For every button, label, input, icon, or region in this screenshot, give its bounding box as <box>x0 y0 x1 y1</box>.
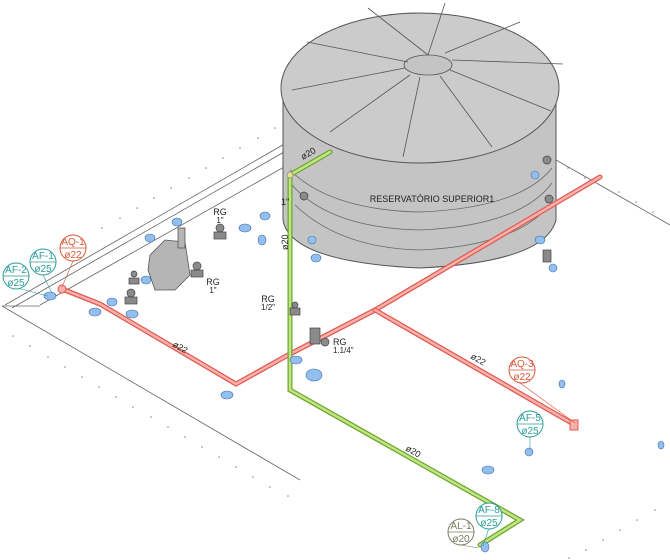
tag-id: AF-2 <box>5 265 27 276</box>
slab-edge-left <box>1 305 301 481</box>
fitting <box>480 541 490 553</box>
valve-rg-1-1-4[interactable] <box>309 327 330 347</box>
tank-lid <box>280 12 560 164</box>
fitting <box>305 368 323 382</box>
tag-id: AF-1 <box>32 251 54 262</box>
tank-lid-center <box>403 54 453 76</box>
valve-label-code: RG <box>213 207 227 217</box>
pump-unit[interactable] <box>147 227 191 291</box>
valve-label-size: 1/2" <box>261 303 275 312</box>
valve-rg-1-bottom[interactable] <box>190 261 204 278</box>
valve-label-code: RG <box>261 294 275 304</box>
fitting <box>530 170 540 180</box>
valve-label-size: 1" <box>209 286 216 295</box>
fitting <box>558 379 566 389</box>
valve-label-size: 1" <box>216 216 223 225</box>
cold-water-line-fill <box>288 150 523 547</box>
tank-lid-ribs <box>291 2 564 158</box>
fitting <box>481 465 495 475</box>
fittings <box>43 170 665 553</box>
hot-water-end-fitting <box>569 419 579 431</box>
valve-left[interactable] <box>124 288 138 305</box>
slab-edge-right <box>555 159 670 226</box>
slab-edge-top-inner <box>11 139 306 309</box>
fitting <box>88 307 102 317</box>
valve-label-size: 1.1/4" <box>333 346 354 355</box>
fitting <box>125 309 139 319</box>
valve-tank-right-2[interactable] <box>544 194 554 204</box>
tag-af-2[interactable]: AF-2 ø25 <box>2 262 30 290</box>
tags: AF-2ø25AF-1ø25AQ-1ø22AQ-3ø22AF-5ø25AF-8ø… <box>2 234 544 546</box>
valve-left-2[interactable] <box>128 270 140 285</box>
reservoir-label: RESERVATÓRIO SUPERIOR1 <box>370 194 495 204</box>
tag-aq-1[interactable]: AQ-1 ø22 <box>59 234 87 262</box>
cold-water-pipes[interactable] <box>286 149 525 548</box>
cold-water-elbow <box>286 171 294 179</box>
valve-label-code: RG <box>333 337 347 347</box>
fitting <box>289 355 303 365</box>
tag-id: AQ-1 <box>61 237 85 248</box>
tag-af-8[interactable]: AF-8 ø25 <box>475 502 503 530</box>
valve-rg-1-top[interactable] <box>213 223 227 240</box>
tag-size: ø25 <box>480 518 498 529</box>
tag-id: AL-1 <box>450 521 472 532</box>
tank-ring-2 <box>291 182 553 231</box>
tag-size: ø20 <box>452 534 470 545</box>
fitting <box>257 234 267 246</box>
valve-label-code: RG <box>206 277 220 287</box>
pipe-label-cold-riser-size: 1" <box>281 197 289 207</box>
fitting <box>657 440 665 450</box>
tag-size: ø22 <box>64 250 82 261</box>
tag-id: AF-5 <box>519 413 541 424</box>
fitting <box>307 235 317 245</box>
pipe-label-cold-vertical: ø20 <box>280 234 290 250</box>
valve-tank-riser[interactable] <box>299 191 309 201</box>
fitting <box>238 223 252 233</box>
tag-id: AF-8 <box>478 505 500 516</box>
valves[interactable] <box>124 155 554 347</box>
slab-edge-top-inner2 <box>39 157 301 306</box>
fitting <box>220 390 234 400</box>
fitting <box>534 235 546 245</box>
tag-id: AQ-3 <box>510 359 534 370</box>
tag-size: ø25 <box>521 426 539 437</box>
tag-size: ø25 <box>34 264 52 275</box>
tag-al-1[interactable]: AL-1 ø20 <box>447 518 475 546</box>
roof-slab <box>1 134 670 481</box>
tag-size: ø22 <box>513 372 531 383</box>
hot-water-branch-line-fill <box>373 308 577 427</box>
roof-dotted-lines <box>12 127 656 559</box>
hot-water-pipes[interactable] <box>57 174 603 431</box>
pump-pipe <box>177 227 186 249</box>
fitting <box>310 253 322 263</box>
tag-leaders <box>16 260 576 549</box>
fitting <box>259 211 271 221</box>
tag-af-5[interactable]: AF-5 ø25 <box>516 410 544 438</box>
valve-tank-right-3[interactable] <box>542 249 552 263</box>
tank-ring-1 <box>289 167 553 213</box>
valve-labels: RG 1" RG 1" RG 1/2" RG 1.1/4" <box>206 207 354 355</box>
tag-size: ø25 <box>7 278 25 289</box>
fitting <box>524 447 534 457</box>
tank-ring-3 <box>294 204 551 251</box>
slab-edge-top-outer <box>4 134 301 306</box>
fitting <box>548 263 558 273</box>
fitting <box>140 275 152 285</box>
fitting <box>144 233 156 243</box>
hot-water-main-line-fill <box>60 175 602 386</box>
hot-water-start-fitting <box>57 284 67 294</box>
fitting <box>43 291 57 301</box>
valve-rg-half[interactable] <box>289 301 301 316</box>
reservoir-tank[interactable]: RESERVATÓRIO SUPERIOR1 <box>280 2 564 269</box>
tag-af-1[interactable]: AF-1 ø25 <box>29 248 57 276</box>
valve-tank-right-1[interactable] <box>542 155 552 165</box>
fitting <box>171 217 183 227</box>
tag-aq-3[interactable]: AQ-3 ø22 <box>508 356 536 384</box>
pump-body <box>147 239 191 291</box>
fitting <box>106 297 118 307</box>
